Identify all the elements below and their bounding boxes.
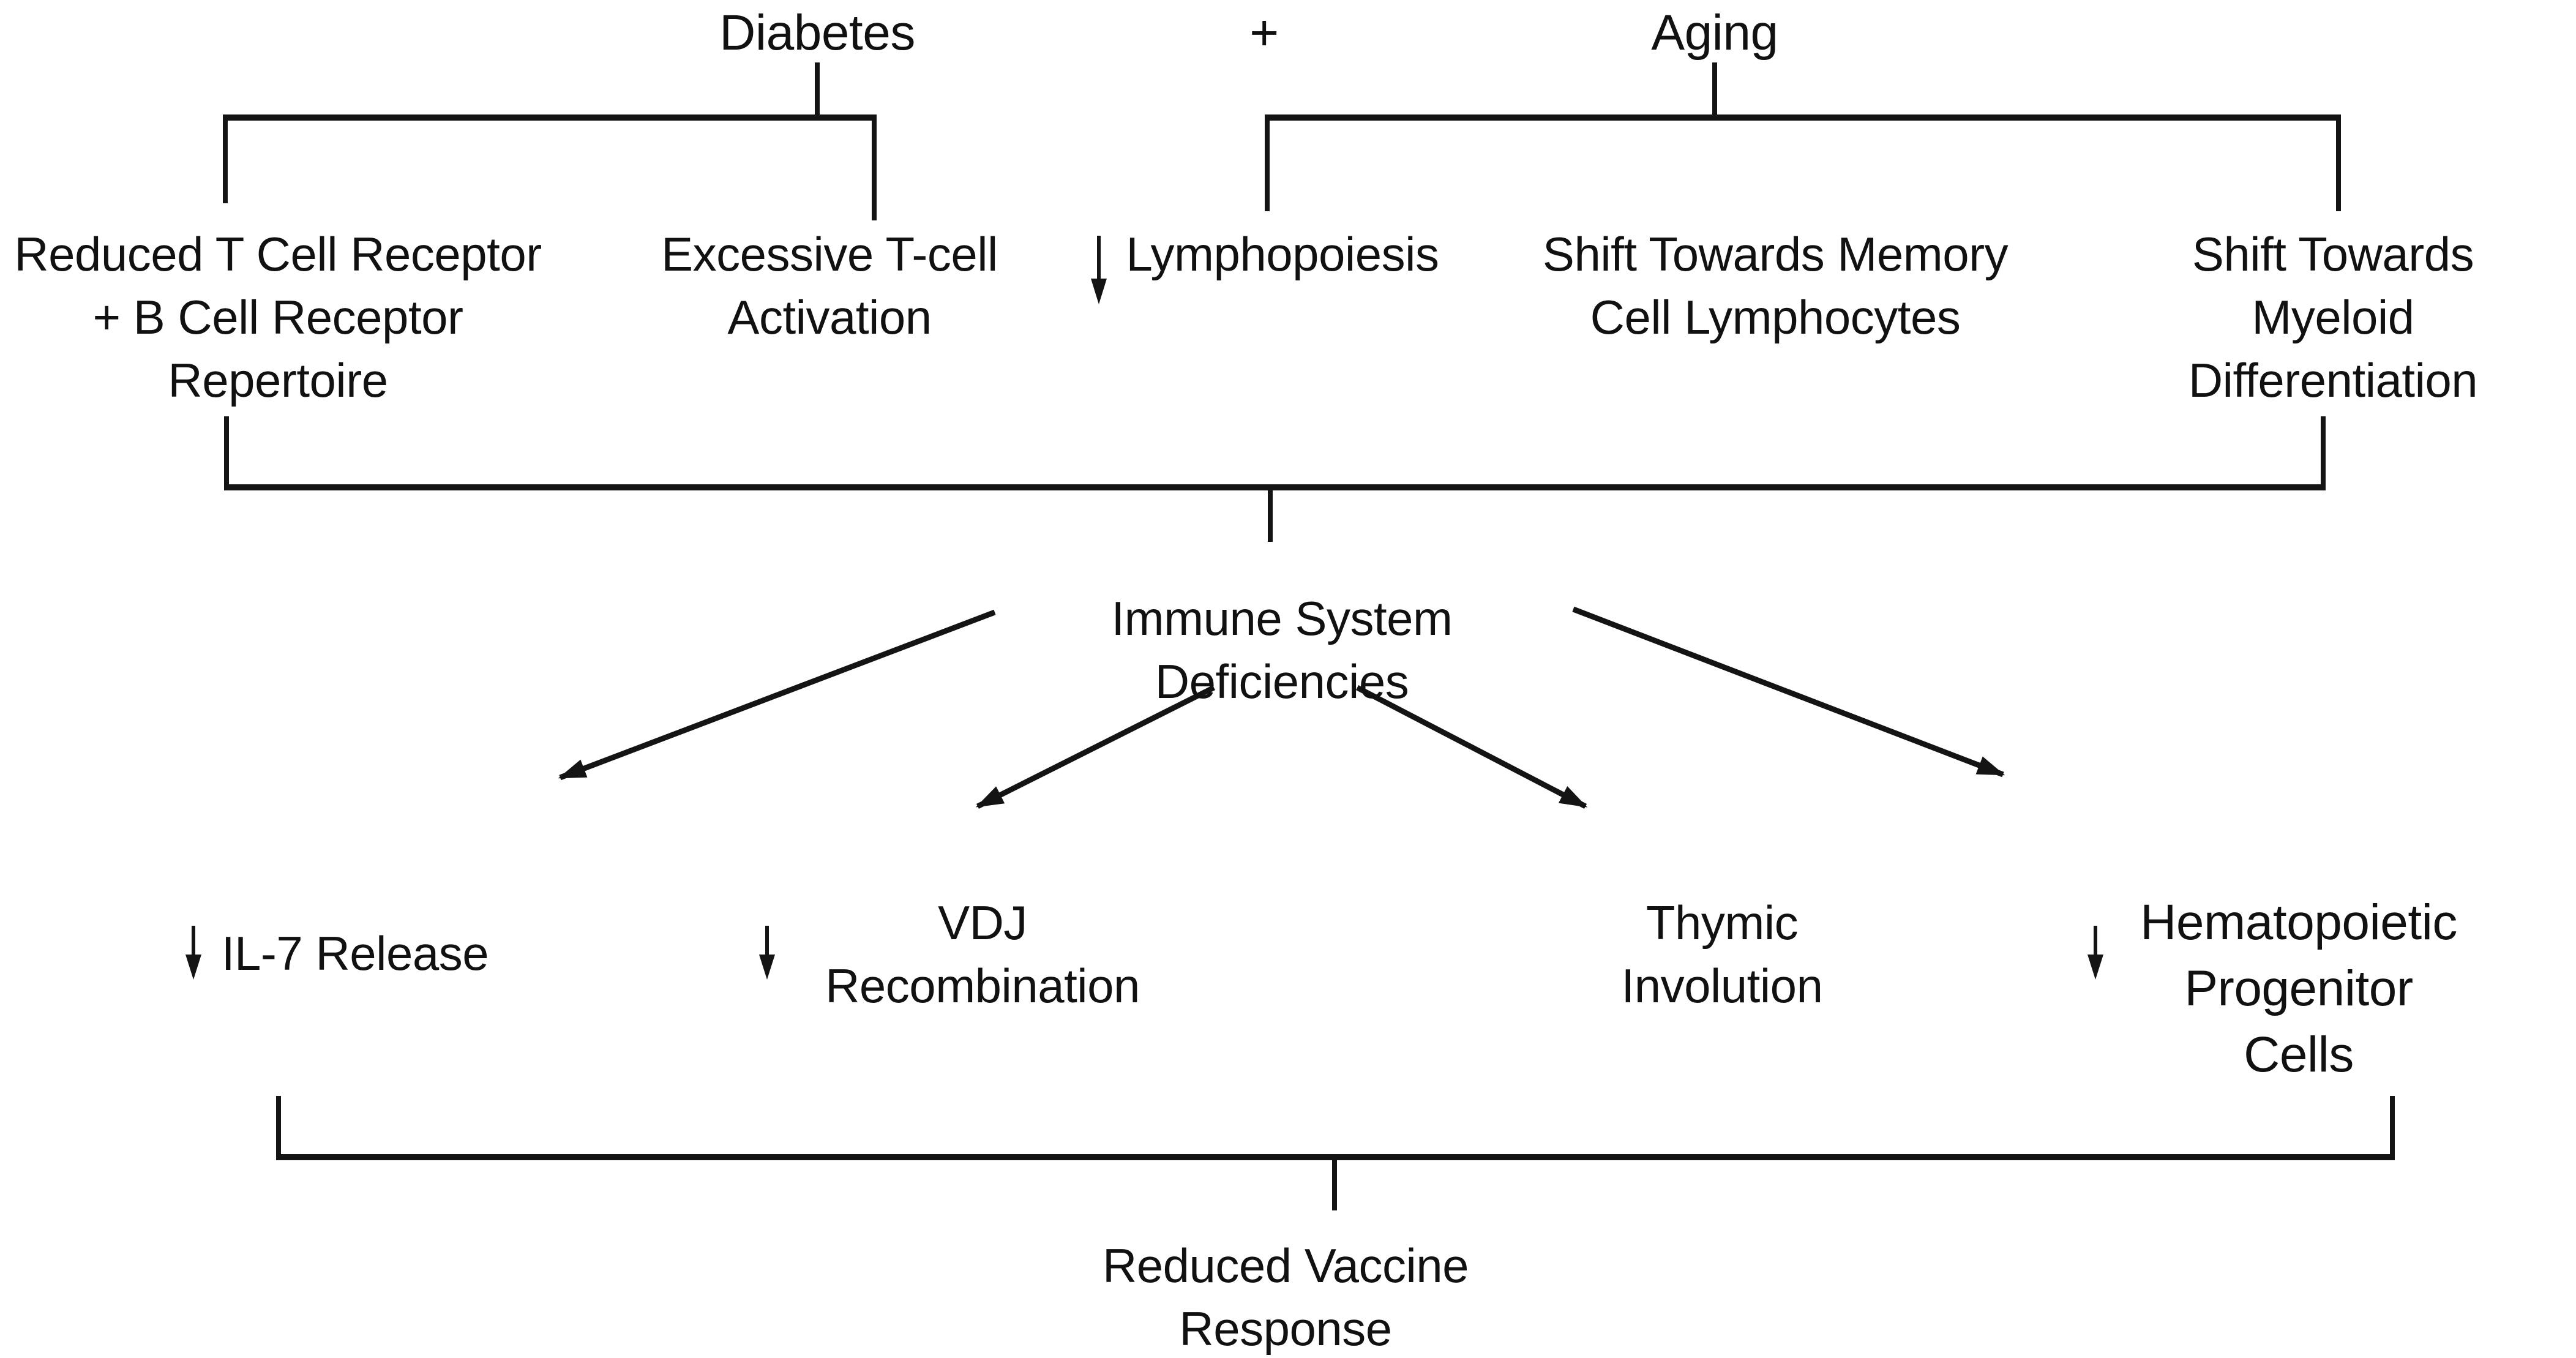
arrow-to-il7 [558,609,996,781]
deficiency-arrows [558,606,2005,809]
node-immune-system-deficiencies: Immune System Deficiencies [1111,591,1453,708]
vdj-down-arrow-icon [759,926,775,980]
node-aging: Aging [1651,5,1778,61]
node-excessive-tcell-activation: Excessive T-cell Activation [661,227,998,344]
il7-down-arrow-icon [185,926,201,980]
lymphopoiesis-down-arrow-icon [1091,236,1107,304]
node-reduced-receptor-repertoire: Reduced T Cell Receptor + B Cell Recepto… [14,227,542,407]
node-lymphopoiesis: Lymphopoiesis [1126,227,1439,281]
node-diabetes: Diabetes [719,5,915,61]
merge-bracket [224,416,2326,542]
aging-bracket [1265,62,2341,211]
node-myeloid-shift: Shift Towards Myeloid Differentiation [2188,227,2478,407]
node-memory-cell-shift: Shift Towards Memory Cell Lymphocytes [1542,227,2009,344]
arrow-to-hematopoietic [1572,606,2005,778]
hematopoietic-down-arrow-icon [2087,926,2103,980]
arrow-to-thymic [1355,685,1588,809]
plus-sign: + [1249,5,1279,61]
arrow-to-vdj [975,685,1216,809]
diabetes-bracket [223,62,877,220]
node-vdj-recombination: VDJ Recombination [825,896,1140,1013]
node-thymic-involution: Thymic Involution [1621,896,1823,1013]
node-reduced-vaccine-response: Reduced Vaccine Response [1102,1239,1469,1356]
node-il7-release: IL-7 Release [221,926,489,980]
node-hematopoietic-progenitors: Hematopoietic Progenitor Cells [2140,895,2457,1082]
outcome-bracket [276,1096,2395,1210]
